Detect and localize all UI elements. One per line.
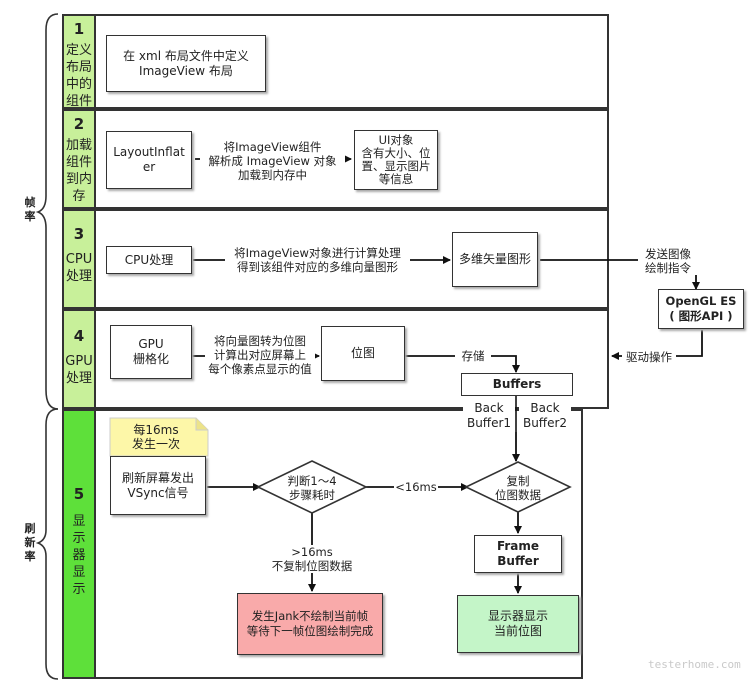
bitmap-text: 位图	[350, 346, 375, 360]
cpu-process-box: CPU处理	[106, 246, 192, 274]
step-2-number: 2	[73, 115, 85, 133]
step-3-number: 3	[73, 225, 85, 243]
ui-object-box: UI对象 含有大小、位 置、显示图片 等信息	[354, 130, 438, 190]
step-5-number: 5	[73, 485, 85, 503]
back-buffer-1: Back Buffer1	[463, 401, 515, 431]
refresh-rate-brace	[35, 408, 59, 680]
buffers-header-box: Buffers	[461, 373, 573, 396]
step-4-label: GPU 处理	[65, 354, 93, 386]
gpu-raster-box: GPU 栅格化	[110, 325, 192, 379]
judge-text: 判断1～4 步骤耗时	[287, 474, 337, 502]
cpu-description: 将ImageView对象进行计算处理 得到该组件对应的多维向量图形	[225, 246, 410, 274]
send-command-label: 发送图像 绘制指令	[638, 247, 698, 275]
frame-rate-label: 帧 率	[24, 196, 36, 223]
buffers-text: Buffers	[492, 377, 542, 391]
frame-rate-brace	[35, 13, 59, 410]
judge-diamond	[256, 460, 368, 514]
layout-inflater-text: LayoutInflat er	[113, 145, 185, 174]
step-2-cell: 2 加载 组件 到内 存	[62, 109, 96, 209]
step-2-label: 加载 组件 到内 存	[65, 138, 92, 204]
frame-buffer-box: Frame Buffer	[474, 535, 562, 573]
bitmap-box: 位图	[321, 326, 405, 381]
opengl-es-box: OpenGL ES ( 图形API )	[658, 289, 744, 329]
watermark: testerhome.com	[648, 658, 741, 671]
store-label: 存储	[455, 349, 491, 363]
xml-layout-text: 在 xml 布局文件中定义 ImageView 布局	[123, 48, 249, 78]
every-16ms-note: 每16ms 发生一次	[131, 423, 180, 451]
jank-text: 发生Jank不绘制当前帧 等待下一帧位图绘制完成	[246, 609, 374, 638]
refresh-rate-label: 刷 新 率	[24, 522, 36, 563]
display-box: 显示器显示 当前位图	[457, 595, 579, 653]
copy-diamond	[464, 461, 572, 513]
cpu-process-text: CPU处理	[124, 252, 174, 267]
copy-text: 复制 位图数据	[495, 474, 541, 502]
gpu-description: 将向量图转为位图 计算出对应屏幕上 每个像素点显示的值	[205, 334, 315, 376]
ui-object-text: UI对象 含有大小、位 置、显示图片 等信息	[361, 133, 431, 186]
xml-layout-box: 在 xml 布局文件中定义 ImageView 布局	[106, 35, 266, 92]
step-1-cell: 1 定义 布局 中的 组件	[62, 14, 96, 109]
layout-inflater-box: LayoutInflat er	[106, 131, 192, 189]
greater-than-16ms-label: >16ms 不复制位图数据	[262, 545, 362, 573]
opengl-es-text: OpenGL ES ( 图形API )	[665, 294, 737, 323]
vector-graphic-box: 多维矢量图形	[452, 232, 538, 287]
vsync-text: 刷新屏幕发出 VSync信号	[121, 470, 194, 500]
vsync-box: 刷新屏幕发出 VSync信号	[110, 456, 206, 515]
step-5-cell: 5 显 示 器 显 示	[62, 409, 96, 679]
vector-graphic-text: 多维矢量图形	[458, 252, 531, 266]
step-1-number: 1	[73, 20, 85, 38]
step-4-number: 4	[73, 327, 85, 345]
gpu-raster-text: GPU 栅格化	[132, 337, 169, 366]
driver-label: 驱动操作	[622, 350, 676, 364]
frame-buffer-text: Frame Buffer	[496, 539, 540, 568]
note-shape	[109, 417, 209, 457]
step-4-cell: 4 GPU 处理	[62, 309, 96, 409]
step-5-label: 显 示 器 显 示	[72, 514, 86, 597]
jank-box: 发生Jank不绘制当前帧 等待下一帧位图绘制完成	[237, 593, 383, 655]
step-1-label: 定义 布局 中的 组件	[65, 43, 92, 109]
step-3-cell: 3 CPU 处理	[62, 209, 96, 309]
back-buffer-2: Back Buffer2	[519, 401, 571, 431]
inflate-description: 将ImageView组件 解析成 ImageView 对象 加载到内存中	[200, 140, 345, 182]
display-text: 显示器显示 当前位图	[487, 609, 548, 638]
step-3-label: CPU 处理	[65, 252, 93, 284]
less-than-16ms-label: <16ms	[394, 480, 438, 494]
